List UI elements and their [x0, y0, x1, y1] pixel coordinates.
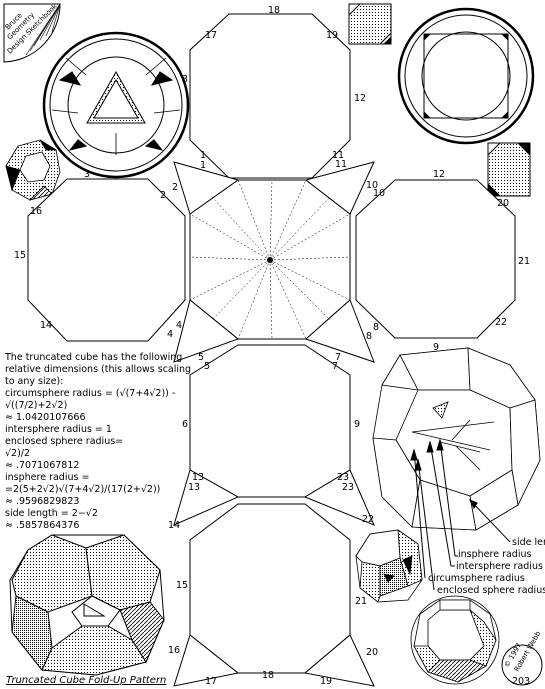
copyright-stamp: © 1997 Robert Webb 203: [501, 629, 543, 687]
edge-label: 14: [40, 320, 52, 331]
octagon-middle-lower: [189, 344, 351, 498]
edge-label: 2: [172, 182, 178, 193]
octagon-right: [355, 179, 516, 339]
stamp-page-number: 203: [512, 676, 530, 687]
description-line: circumsphere radius = (√(7+4√2)) -: [5, 388, 175, 399]
edge-label: 20: [497, 198, 509, 209]
small-truncated-cube-left: [5, 139, 61, 201]
small-truncated-cube-right: [355, 529, 423, 603]
edge-label: 16: [168, 645, 180, 656]
edge-label: 2: [160, 190, 166, 201]
edge-label: 16: [30, 206, 42, 217]
edge-label: 22: [362, 514, 374, 525]
edge-label: 19: [326, 30, 338, 41]
legend-insphere-radius: insphere radius: [458, 549, 531, 560]
edge-label: 1: [200, 150, 206, 161]
edge-label: 4: [176, 320, 182, 331]
edge-label: 13: [192, 472, 204, 483]
radii-leader-lines: [410, 438, 511, 591]
edge-label: 6: [182, 419, 188, 430]
edge-label: 3: [182, 74, 188, 85]
edge-label: 12: [433, 169, 445, 180]
edge-label: 17: [205, 30, 217, 41]
square-view-top: [348, 3, 392, 45]
legend-enclosed-sphere-radius: enclosed sphere radius: [437, 585, 545, 596]
edge-label: 9: [354, 419, 360, 430]
dimensions-description: The truncated cube has the following rel…: [4, 352, 191, 531]
edge-label: 9: [433, 342, 439, 353]
edge-label: 7: [332, 361, 338, 372]
description-line: √((7/2)+2√2): [5, 400, 67, 411]
net-triangles: [173, 161, 375, 687]
edge-label: 14: [168, 520, 180, 531]
radii-perspective-view: [372, 347, 541, 531]
edge-label: 22: [495, 317, 507, 328]
insphere-view-octagon: [397, 7, 535, 145]
logo-fan-icon: [25, 3, 61, 56]
edge-label: 3: [84, 169, 90, 180]
edge-label: 5: [198, 352, 204, 363]
edge-label: 1: [200, 160, 206, 171]
description-line: relative dimensions (this allows scaling: [5, 364, 191, 375]
edge-label: 20: [366, 647, 378, 658]
insphere-view-triangle: [42, 31, 190, 179]
square-view-right: [487, 142, 531, 197]
legend-circumsphere-radius: circumsphere radius: [428, 573, 525, 584]
description-line: The truncated cube has the following: [4, 352, 182, 363]
description-line: intersphere radius = 1: [5, 424, 112, 435]
edge-label: 23: [337, 472, 349, 483]
description-line: side length = 2−√2: [5, 508, 98, 519]
edge-label: 10: [373, 188, 385, 199]
edge-label: 5: [204, 361, 210, 372]
description-line: ≈ .7071067812: [5, 460, 79, 471]
edge-label: 21: [355, 596, 367, 607]
edge-label: 17: [205, 676, 217, 687]
description-line: √2)/2: [5, 448, 30, 459]
edge-label: 23: [342, 482, 354, 493]
edge-label: 13: [188, 482, 200, 493]
description-line: =2(5+2√2)√(7+4√2)/(17(2+√2)): [5, 484, 160, 495]
edge-label: 8: [366, 331, 372, 342]
radii-legend: side length insphere radius intersphere …: [428, 537, 545, 596]
center-octagon-rays: [189, 179, 351, 340]
edge-label: 21: [518, 256, 530, 267]
net-octagons: [27, 13, 516, 674]
legend-side-length: side length: [512, 537, 545, 548]
octagon-left: [27, 178, 186, 342]
edge-label: 15: [14, 250, 26, 261]
octagon-bottom: [189, 503, 351, 674]
edge-label: 4: [167, 329, 173, 340]
edge-label: 7: [335, 352, 341, 363]
edge-label: 11: [332, 150, 344, 161]
description-line: to any size):: [5, 376, 63, 387]
sphere-view-bottom: [410, 595, 500, 685]
legend-intersphere-radius: intersphere radius: [456, 561, 543, 572]
edge-label: 18: [268, 5, 280, 16]
logo: Bruce Geometry Design Sketchbook: [3, 2, 61, 63]
description-line: enclosed sphere radius=: [5, 436, 123, 447]
edge-label: 10: [366, 180, 378, 191]
edge-label: 8: [373, 322, 379, 333]
edge-label: 15: [176, 580, 188, 591]
edge-labels: 18 17 19 12 3 1 1 11 11 2 2 10 10 12 3 1…: [14, 5, 530, 687]
edge-label: 19: [320, 676, 332, 687]
edge-label: 12: [354, 93, 366, 104]
figure-title: Truncated Cube Fold-Up Pattern: [6, 675, 166, 686]
description-line: insphere radius =: [5, 472, 89, 483]
description-line: ≈ 1.0420107666: [5, 412, 86, 423]
large-truncated-cube: [9, 534, 165, 676]
description-line: ≈ .9596829823: [5, 496, 79, 507]
description-line: ≈ .5857864376: [5, 520, 79, 531]
edge-label: 18: [262, 670, 274, 681]
edge-label: 11: [335, 159, 347, 170]
